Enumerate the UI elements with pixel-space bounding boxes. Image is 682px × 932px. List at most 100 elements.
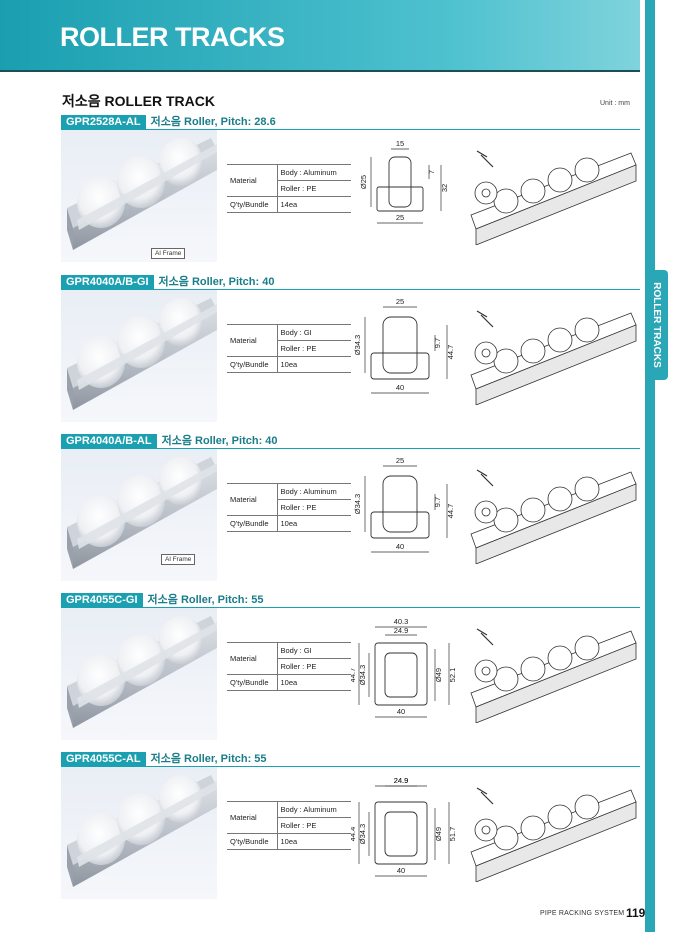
material-label: Material — [227, 642, 278, 675]
dimension-label: 44.7 — [446, 345, 455, 360]
header-divider — [0, 70, 640, 72]
roller-material: Roller : PE — [277, 180, 351, 197]
body-material: Body : Aluminum — [277, 164, 351, 181]
product-photo: Al Frame — [61, 449, 217, 581]
product-code: GPR4055C-GI — [61, 593, 143, 608]
dimension-label: 9.7 — [433, 497, 442, 507]
product-subtitle: 저소음 Roller, Pitch: 55 — [150, 753, 267, 765]
dimension-label: 7 — [427, 170, 436, 174]
product-divider — [61, 448, 640, 449]
dimension-label: 52.1 — [448, 668, 457, 683]
dimension-label: 15 — [396, 139, 404, 148]
dimension-label: 25 — [396, 456, 404, 465]
product-photo — [61, 767, 217, 899]
dimension-label: 32 — [440, 184, 449, 192]
product-subtitle: 저소음 Roller, Pitch: 28.6 — [150, 116, 276, 128]
roller-track-photo-icon — [67, 457, 217, 569]
product-code: GPR4040A/B-AL — [61, 434, 157, 449]
qty-label: Q'ty/Bundle — [227, 674, 278, 691]
dimension-label: 51.7 — [448, 827, 457, 842]
section-title: 저소음 ROLLER TRACK — [62, 93, 215, 109]
spec-table: Material Body : Aluminum Roller : PE Q't… — [227, 164, 351, 213]
roller-material: Roller : PE — [277, 499, 351, 516]
roller-track-photo-icon — [67, 616, 217, 728]
body-material: Body : GI — [277, 642, 351, 659]
dimension-label: Ø49 — [434, 668, 443, 682]
dimension-label: 44.4 — [351, 827, 357, 842]
footer-text: PIPE RACKING SYSTEM — [540, 910, 625, 917]
product-block-3: GPR4055C-GI 저소음 Roller, Pitch: 55 — [61, 593, 640, 748]
dimension-label: 44.7 — [446, 504, 455, 519]
product-label: GPR4055C-AL 저소음 Roller, Pitch: 55 — [61, 752, 267, 767]
qty-value: 10ea — [277, 356, 351, 373]
product-divider — [61, 289, 640, 290]
product-divider — [61, 129, 640, 130]
dimension-label: 25 — [396, 213, 404, 222]
roller-track-photo-icon — [67, 775, 217, 887]
isometric-drawing — [461, 135, 641, 246]
product-block-1: GPR4040A/B-GI 저소음 Roller, Pitch: 40 — [61, 275, 640, 430]
product-subtitle: 저소음 Roller, Pitch: 55 — [147, 594, 264, 606]
page-title: ROLLER TRACKS — [60, 22, 285, 52]
qty-label: Q'ty/Bundle — [227, 515, 278, 532]
isometric-drawing — [461, 613, 641, 724]
qty-value: 10ea — [277, 515, 351, 532]
material-label: Material — [227, 483, 278, 516]
side-chapter-tab[interactable]: ROLLER TRACKS — [645, 270, 668, 380]
roller-material: Roller : PE — [277, 340, 351, 357]
page-header: ROLLER TRACKS — [0, 0, 640, 70]
product-divider — [61, 766, 640, 767]
qty-value: 10ea — [277, 674, 351, 691]
dimension-label: 24.9 — [394, 776, 409, 785]
dimension-label: Ø34.3 — [358, 665, 367, 685]
dimension-label: Ø34.3 — [353, 335, 362, 355]
dimension-label: 44.7 — [351, 668, 357, 683]
product-label: GPR4040A/B-GI 저소음 Roller, Pitch: 40 — [61, 275, 274, 290]
body-material: Body : Aluminum — [277, 483, 351, 500]
spec-table: Material Body : GI Roller : PE Q'ty/Bund… — [227, 324, 351, 373]
qty-label: Q'ty/Bundle — [227, 196, 278, 213]
material-label: Material — [227, 801, 278, 834]
material-label: Material — [227, 164, 278, 197]
isometric-track-icon — [470, 787, 637, 883]
product-label: GPR4055C-GI 저소음 Roller, Pitch: 55 — [61, 593, 263, 608]
product-block-2: GPR4040A/B-AL 저소음 Roller, Pitch: 40 — [61, 434, 640, 589]
product-subtitle: 저소음 Roller, Pitch: 40 — [158, 276, 275, 288]
side-chapter-tab-label: ROLLER TRACKS — [651, 282, 662, 368]
isometric-track-icon — [470, 150, 637, 246]
product-block-4: GPR4055C-AL 저소음 Roller, Pitch: 55 — [61, 752, 640, 907]
dimension-label: 24.9 — [394, 776, 409, 785]
roller-material: Roller : PE — [277, 817, 351, 834]
product-subtitle: 저소음 Roller, Pitch: 40 — [161, 435, 278, 447]
isometric-drawing — [461, 295, 641, 406]
product-code: GPR4040A/B-GI — [61, 275, 154, 290]
isometric-track-icon — [470, 628, 637, 724]
body-material: Body : GI — [277, 324, 351, 341]
roller-material: Roller : PE — [277, 658, 351, 675]
qty-label: Q'ty/Bundle — [227, 356, 278, 373]
body-material: Body : Aluminum — [277, 801, 351, 818]
product-photo: Al Frame — [61, 130, 217, 262]
isometric-drawing — [461, 772, 641, 883]
dimension-label: Ø34.3 — [353, 494, 362, 514]
dimension-label: 40 — [396, 383, 404, 392]
frame-tag: Al Frame — [161, 554, 196, 565]
dimension-label: Ø25 — [359, 175, 368, 189]
product-label: GPR2528A-AL 저소음 Roller, Pitch: 28.6 — [61, 115, 276, 130]
spec-table: Material Body : Aluminum Roller : PE Q't… — [227, 483, 351, 532]
spec-table: Material Body : GI Roller : PE Q'ty/Bund… — [227, 642, 351, 691]
product-photo — [61, 290, 217, 422]
product-label: GPR4040A/B-AL 저소음 Roller, Pitch: 40 — [61, 434, 278, 449]
qty-value: 10ea — [277, 833, 351, 850]
dimension-label: 25 — [396, 297, 404, 306]
